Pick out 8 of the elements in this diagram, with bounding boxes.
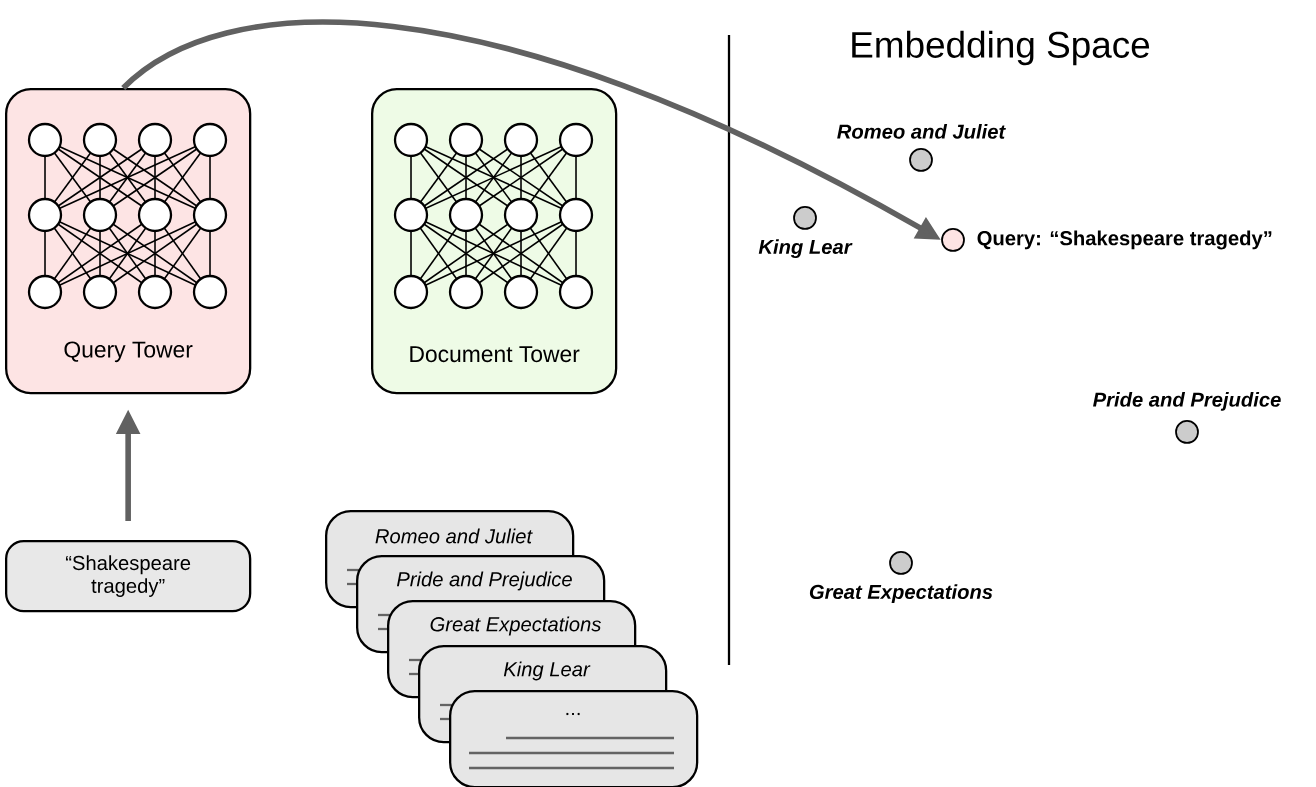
point-label: Query: “Shakespeare tragedy”: [977, 230, 1272, 250]
document-card: ...: [449, 690, 699, 787]
point-label: Great Expectations: [809, 584, 993, 604]
heading: Embedding Space: [852, 30, 1150, 66]
point-label: Romeo and Juliet: [837, 123, 1006, 139]
input-box: “Shakespeare tragedy”: [5, 540, 252, 613]
point-label: Pride and Prejudice: [1093, 391, 1281, 411]
point-label: King Lear: [758, 239, 853, 259]
